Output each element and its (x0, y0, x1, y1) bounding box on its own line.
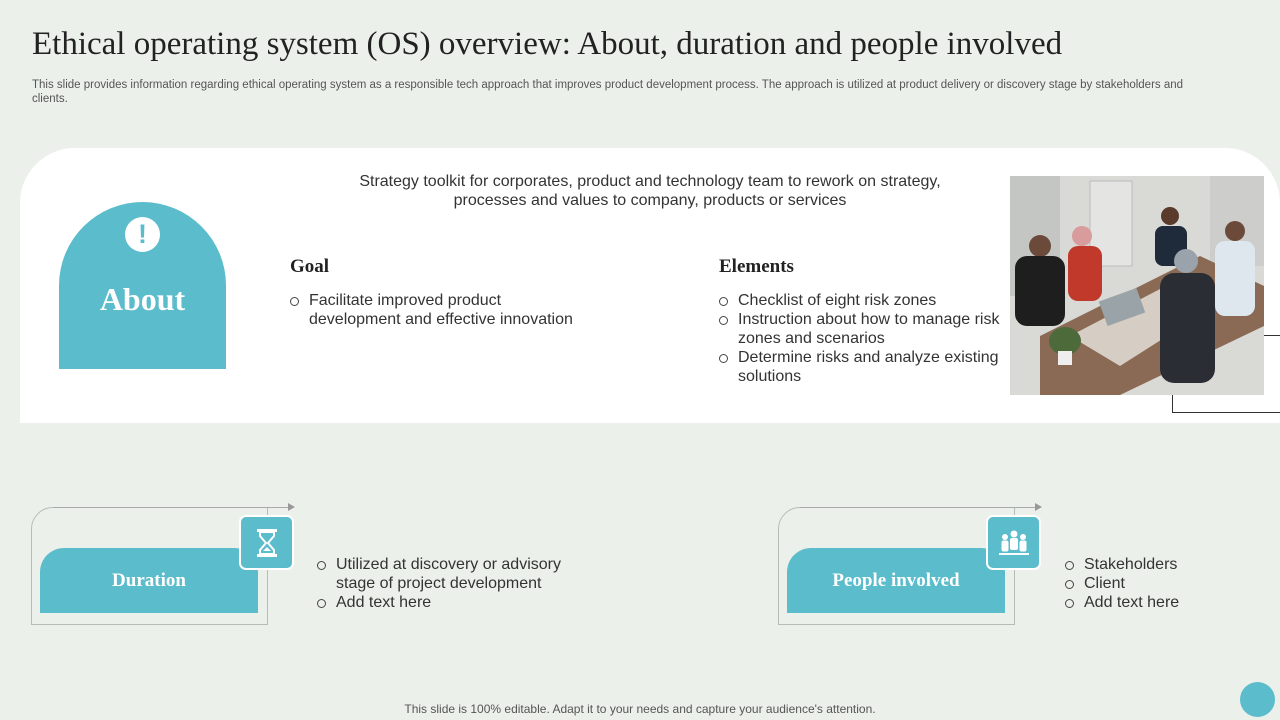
hourglass-icon (239, 515, 294, 570)
team-icon (986, 515, 1041, 570)
elements-heading: Elements (719, 256, 794, 277)
goal-list: Facilitate improved product development … (290, 291, 590, 329)
people-label: People involved (787, 548, 1005, 613)
duration-label: Duration (40, 548, 258, 613)
about-label: About (99, 281, 186, 317)
team-glyph (998, 530, 1029, 555)
list-item: Instruction about how to manage risk zon… (719, 310, 1004, 348)
list-item: Add text here (317, 593, 577, 612)
decorative-connector-tail (1264, 335, 1280, 336)
team-meeting-photo (1010, 176, 1264, 395)
about-intro: Strategy toolkit for corporates, product… (359, 173, 941, 209)
duration-arrow-line (53, 507, 289, 508)
list-item: Utilized at discovery or advisory stage … (317, 555, 577, 593)
page-subtitle: This slide provides information regardin… (32, 79, 1184, 105)
page-title: Ethical operating system (OS) overview: … (32, 26, 1063, 62)
list-item: Add text here (1065, 593, 1245, 612)
duration-list: Utilized at discovery or advisory stage … (317, 555, 577, 612)
meeting-illustration (1010, 176, 1264, 395)
list-item: Client (1065, 574, 1245, 593)
elements-list: Checklist of eight risk zones Instructio… (719, 291, 1004, 386)
list-item: Stakeholders (1065, 555, 1245, 574)
list-item: Checklist of eight risk zones (719, 291, 1004, 310)
exclamation-icon: ! (125, 217, 160, 252)
arrow-head-icon (288, 503, 295, 511)
goal-heading: Goal (290, 256, 330, 277)
people-list: Stakeholders Client Add text here (1065, 555, 1245, 612)
list-item: Determine risks and analyze existing sol… (719, 348, 1004, 386)
people-arrow-line (800, 507, 1036, 508)
footer-note: This slide is 100% editable. Adapt it to… (404, 702, 876, 716)
arrow-head-icon (1035, 503, 1042, 511)
corner-decoration (1240, 682, 1275, 717)
list-item: Facilitate improved product development … (290, 291, 590, 329)
hourglass-glyph (256, 528, 277, 557)
